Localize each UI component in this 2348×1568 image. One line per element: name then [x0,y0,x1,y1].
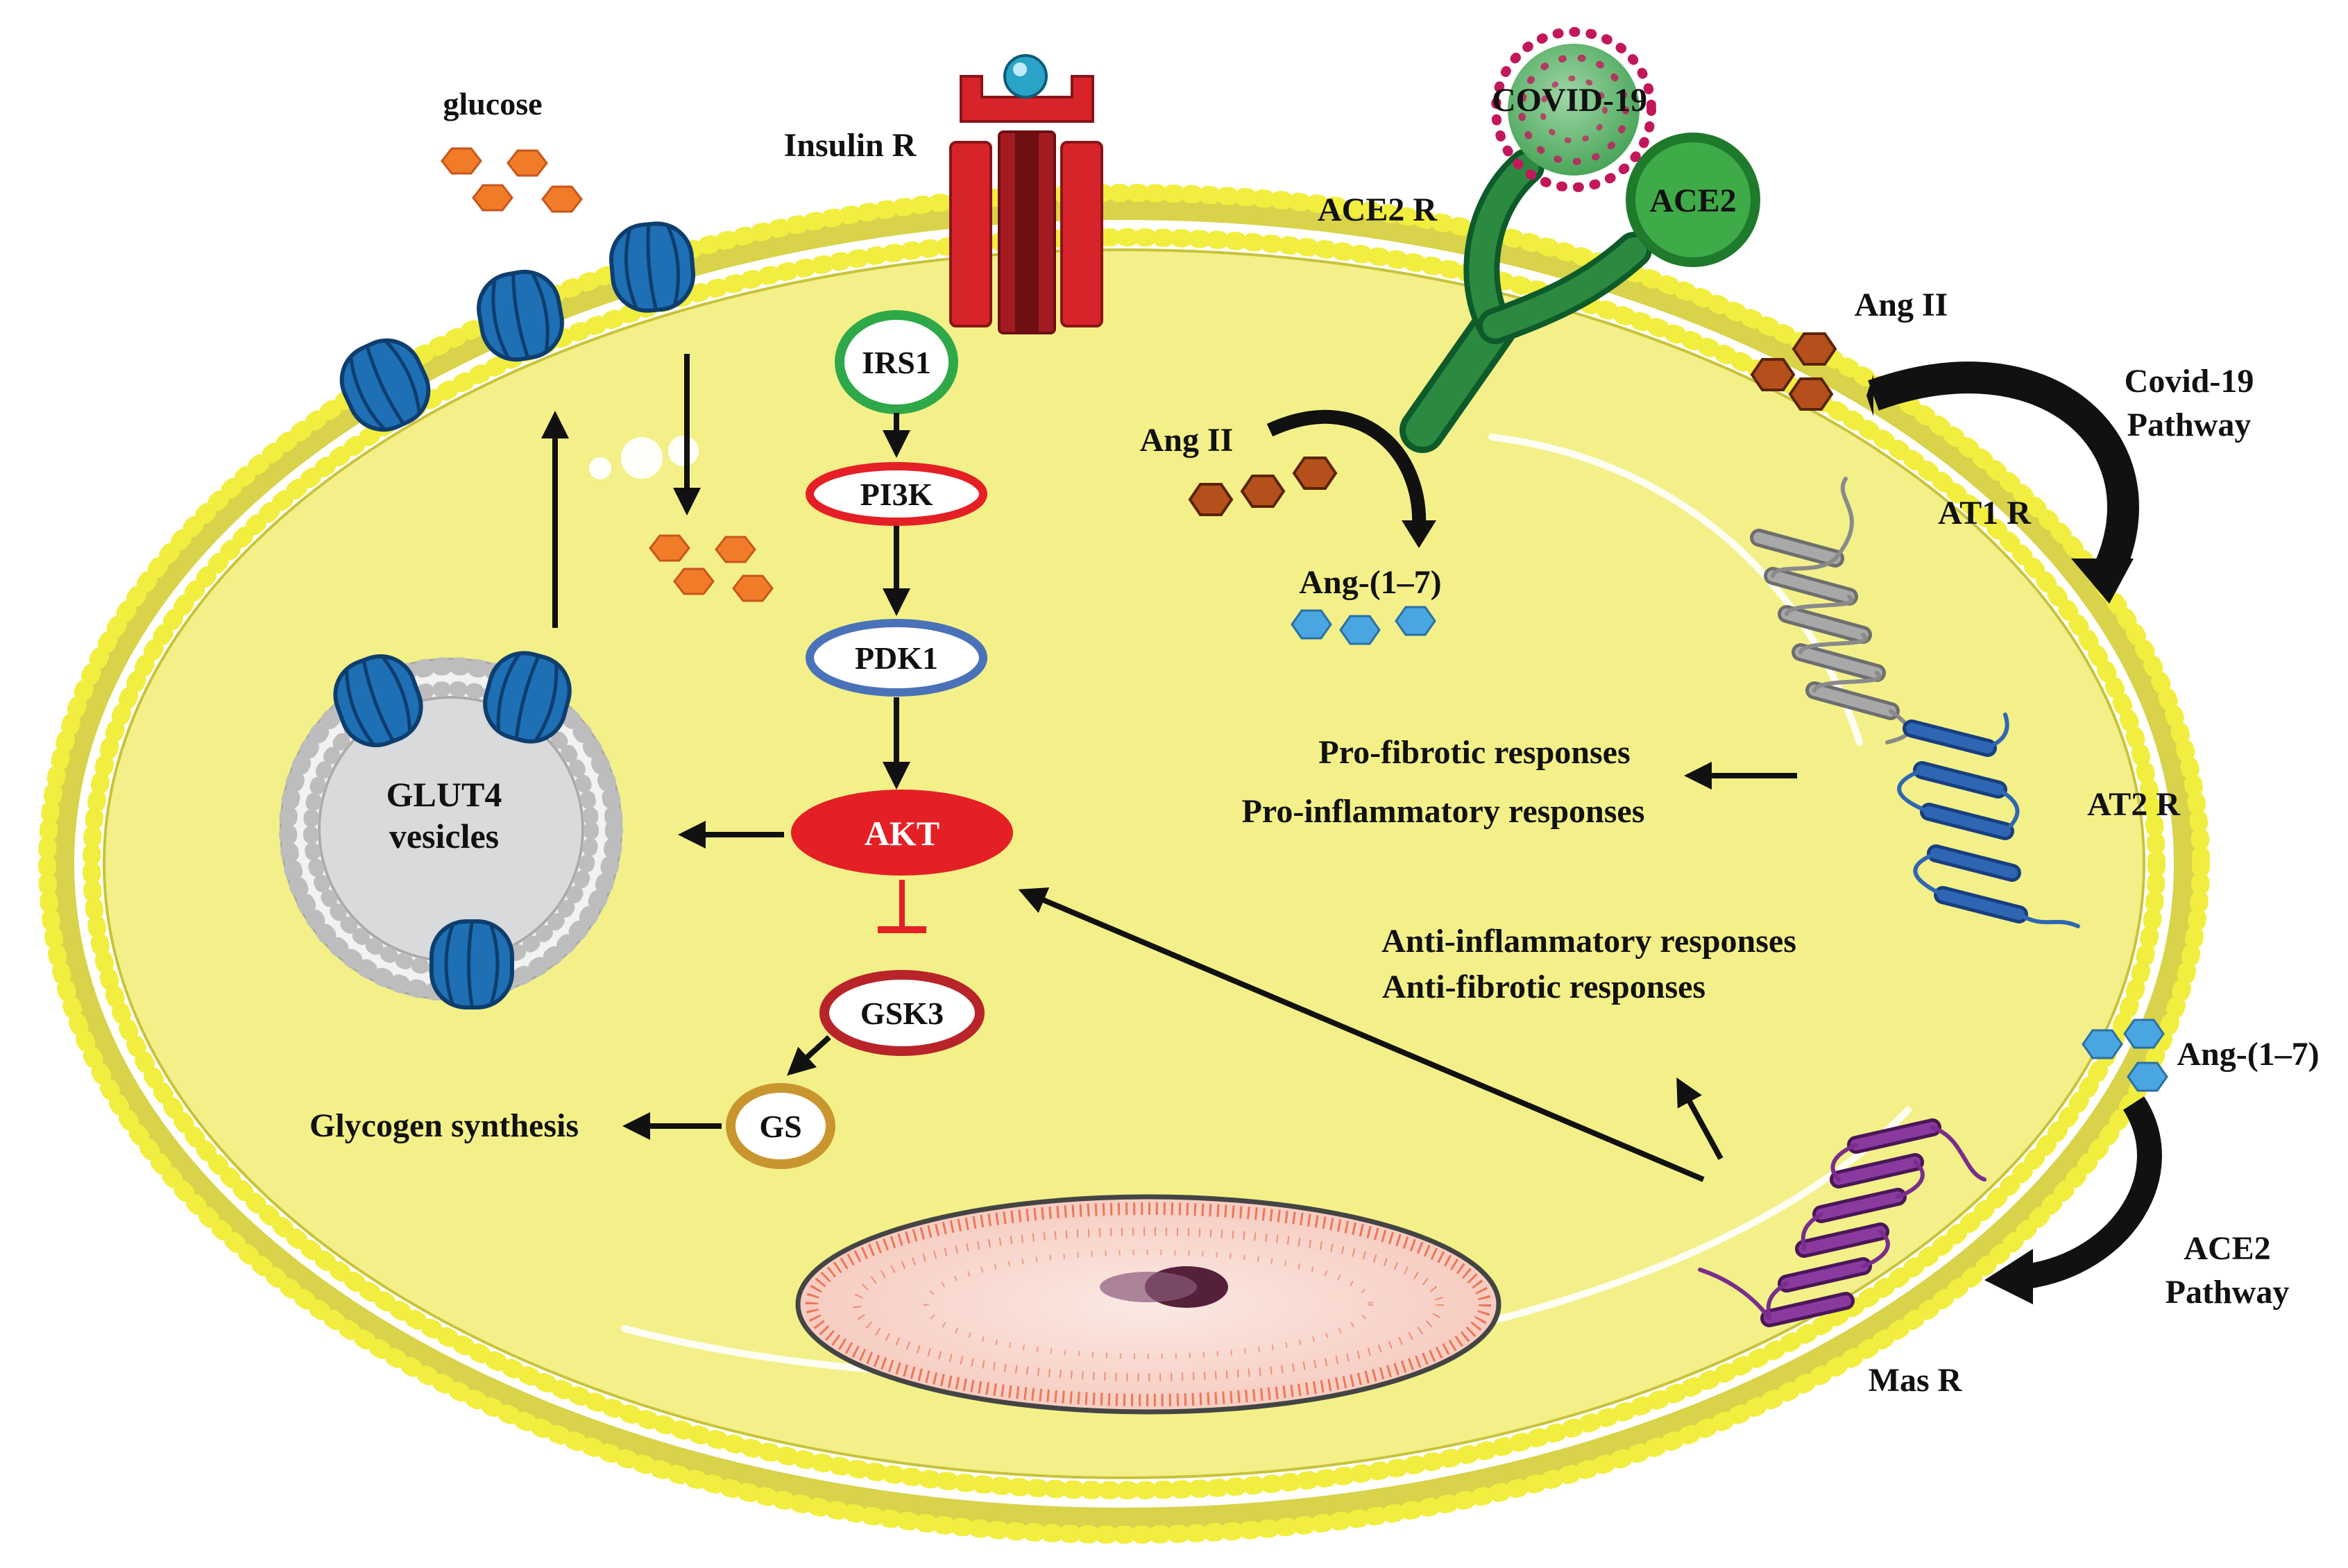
at2-receptor-label: AT2 R [2087,786,2181,823]
insulin-receptor-label: Insulin R [784,127,917,164]
ang2-outside-label: Ang II [1855,287,1948,323]
mas-to-akt-arrow [1018,887,1705,1182]
covid19-label: COVID-19 [1492,82,1647,119]
ang2-to-ang17-conversion-arrow [1266,409,1436,548]
covid19-pathway-label-line2: Pathway [2127,407,2252,443]
ace2-receptor-label: ACE2 R [1318,191,1438,228]
covid19-pathway-label-line1: Covid-19 [2125,363,2254,400]
glucose-molecules-outside [441,147,583,213]
cell-membrane [38,184,2210,1544]
pdk1-label: PDK1 [855,640,938,676]
ace2-enzyme [1626,133,1760,267]
gsk3-node [819,970,985,1056]
anti-fibrotic-label: Anti-fibrotic responses [1382,969,1705,1005]
anti-inflammatory-label: Anti-inflammatory responses [1381,923,1796,960]
pi3k-label: PI3K [860,477,933,512]
pi3k-node [806,462,987,526]
akt-label: AKT [865,814,939,853]
gs-node [726,1083,835,1169]
covid19-virus [1491,27,1656,192]
mas-receptor-label: Mas R [1869,1362,1963,1399]
nucleus [795,1194,1501,1415]
glut4-vesicle [279,645,623,1007]
ace2-receptor [1400,148,1652,453]
ace2-pathway-label-line1: ACE2 [2184,1230,2270,1267]
covid19-pathway-arrow [1866,361,2139,604]
ang2-inside-label: Ang II [1140,422,1234,459]
glut4-vesicle-label-line1: GLUT4 [386,775,502,814]
glucose-label: glucose [443,86,542,121]
gsk3-label: GSK3 [860,996,944,1031]
irs1-label: IRS1 [862,345,931,380]
akt-node [791,790,1013,876]
at2-receptor [1897,713,2080,928]
ang17-outside-label: Ang-(1–7) [2177,1036,2319,1073]
glycogen-synthesis-label: Glycogen synthesis [309,1107,579,1144]
glut4-vesicle-label-line2: vesicles [389,817,499,855]
pro-inflammatory-label: Pro-inflammatory responses [1242,793,1645,830]
pro-fibrotic-label: Pro-fibrotic responses [1318,734,1630,771]
akt-inhibits-gsk3 [878,880,926,933]
at1-receptor-label: AT1 R [1938,495,2032,531]
insulin-receptor [949,54,1103,334]
ang17-inside-label: Ang-(1–7) [1299,564,1441,601]
gsk3-to-gs-arrow [787,1035,831,1076]
mas-receptor [1698,1118,1987,1327]
ace2-pathway-label-line2: Pathway [2166,1274,2290,1311]
irs1-node [835,310,958,414]
pdk1-node [806,619,987,697]
ace2-label: ACE2 [1649,182,1736,219]
ace2-pathway-arrow [1984,1096,2162,1304]
gs-label: GS [759,1109,801,1144]
mas-to-anti-responses-arrow [1676,1077,1724,1160]
at1-receptor [1750,477,1911,744]
